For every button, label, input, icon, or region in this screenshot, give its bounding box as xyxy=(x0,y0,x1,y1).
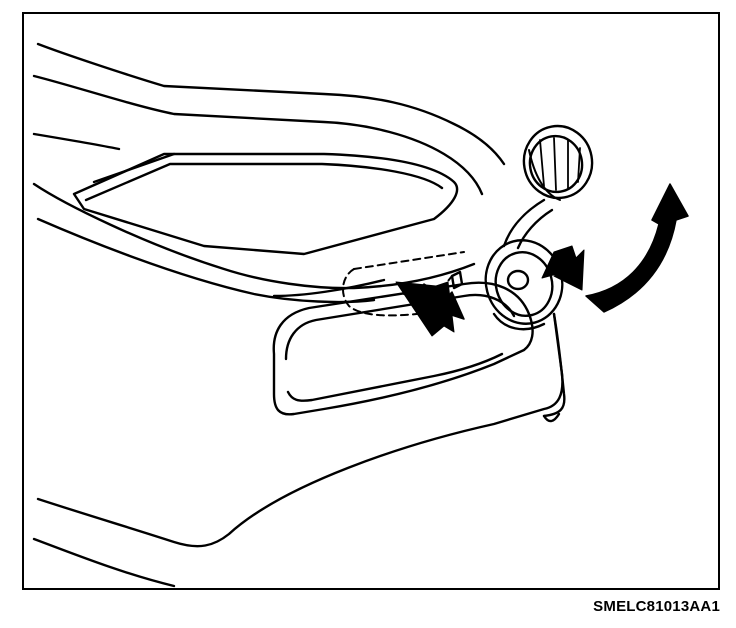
figure-code: SMELC81013AA1 xyxy=(593,598,720,615)
press-arrow-right-icon xyxy=(541,245,585,291)
console-lid-illustration xyxy=(32,42,689,588)
curved-arrow-icon xyxy=(585,183,689,313)
console-lid-body xyxy=(32,42,566,588)
illustration-frame xyxy=(22,12,720,590)
press-arrow-left-icon xyxy=(395,281,465,337)
side-recess xyxy=(272,281,534,416)
latch-slot-icon xyxy=(450,270,464,290)
cap-assembly xyxy=(484,124,594,331)
